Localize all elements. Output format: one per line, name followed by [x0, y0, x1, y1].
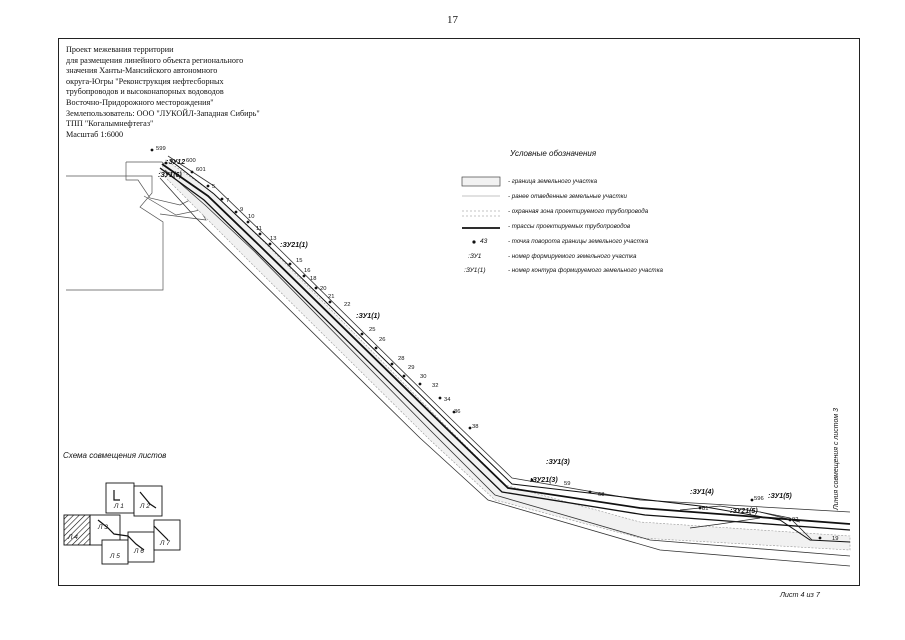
point-label: 26: [379, 337, 386, 343]
point-label: 28: [398, 356, 405, 362]
legend-item: - точка поворота границы земельного учас…: [508, 238, 649, 245]
parcel-label: :ЗУ1(1): [356, 313, 380, 320]
legend-item: - ранее отведенные земельные участки: [508, 193, 627, 200]
turning-points: [150, 148, 822, 540]
point-label: 81: [702, 506, 709, 512]
point-label: 36: [454, 409, 461, 415]
sheet-label: Л 6: [134, 548, 144, 555]
parcel-label: :ЗУ1(4): [690, 489, 714, 496]
parcel-boundary-lines: [159, 155, 851, 567]
legend-symbols: [461, 176, 501, 244]
parcel-label: :ЗУ21(5): [730, 508, 758, 515]
sheet-label: Л 1: [114, 503, 124, 510]
point-label: 92: [792, 517, 799, 523]
legend-symbol: :ЗУ1: [468, 253, 482, 260]
point-label: 13: [270, 236, 277, 242]
page-number: 17: [447, 14, 458, 26]
point-label: 601: [196, 167, 206, 173]
sheet-label: Л 4: [68, 534, 78, 541]
point-label: 32: [432, 383, 439, 389]
title-line: ТПП "Когалымнефтегаз": [66, 119, 154, 129]
sheet-scheme: [63, 482, 181, 565]
parcel-label: :ЗУ1(3): [546, 459, 570, 466]
point-label: 25: [369, 327, 376, 333]
point-label: 596: [754, 496, 764, 502]
point-label: 19: [832, 536, 839, 542]
sheet-label: Л 7: [160, 540, 170, 547]
title-line: трубопроводов и высоконапорных водоводов: [66, 87, 224, 97]
point-label: 599: [156, 146, 166, 152]
legend-symbol: :ЗУ1(1): [464, 267, 486, 274]
legend-title: Условные обозначения: [510, 149, 597, 158]
point-label: 20: [320, 286, 327, 292]
point-label: 21: [328, 294, 335, 300]
parcel-label: :ЗУ21(3): [530, 477, 558, 484]
point-label: 59: [564, 481, 571, 487]
sheet-label: Л 2: [140, 503, 150, 510]
point-label: 10: [248, 214, 255, 220]
point-label: 68: [598, 492, 605, 498]
title-line: Проект межевания территории: [66, 45, 174, 54]
parcel-label: :ЗУ12: [166, 159, 186, 166]
point-label: 22: [344, 302, 351, 308]
legend-item: - граница земельного участка: [508, 178, 598, 185]
match-line-label: Линия совмещения с листом 3: [833, 407, 840, 510]
title-line: Восточно-Придорожного месторождения": [66, 97, 214, 107]
parcel-label: :ЗУ1(5): [768, 493, 792, 500]
pipelines: [159, 159, 851, 543]
title-line: для размещения линейного объекта региона…: [66, 55, 244, 65]
title-line: Землепользователь: ООО "ЛУКОЙЛ-Западная …: [66, 108, 260, 118]
point-label: 11: [256, 226, 263, 232]
scale-label: Масштаб 1:6000: [66, 129, 124, 139]
legend-item: - охранная зона проектируемого трубопров…: [508, 208, 649, 215]
point-label: 30: [420, 374, 427, 380]
sheet-footer: Лист 4 из 7: [780, 590, 820, 599]
point-label: 15: [296, 258, 303, 264]
legend-item: - номер контура формируемого земельного …: [508, 267, 663, 274]
scheme-title: Схема совмещения листов: [63, 451, 167, 460]
point-label: 18: [310, 276, 317, 282]
protection-zone: [159, 159, 851, 551]
drawing-frame: [58, 38, 860, 586]
point-label: 600: [186, 158, 196, 164]
point-label: 5: [212, 184, 216, 190]
point-label: 34: [444, 397, 451, 403]
title-line: значения Ханты-Мансийского автономного: [66, 66, 218, 76]
sheet-label: Л 3: [98, 524, 108, 531]
scheme-route: [97, 490, 169, 551]
legend-symbol: 43: [480, 238, 488, 245]
parcel-label: :ЗУ1(6): [158, 172, 182, 179]
point-label: 38: [472, 424, 479, 430]
point-label: 9: [240, 207, 244, 213]
point-label: 29: [408, 365, 415, 371]
legend-item: - номер формируемого земельного участка: [508, 253, 637, 260]
parcel-label: :ЗУ21(1): [280, 242, 308, 249]
title-block: Проект межевания территории для размещен…: [66, 45, 366, 140]
title-line: округа-Югры "Реконструкция нефтесборных: [66, 76, 224, 86]
legend-item: - трассы проектируемых трубопроводов: [508, 223, 631, 230]
point-label: 7: [226, 198, 230, 204]
sheet-label: Л 5: [110, 553, 120, 560]
point-label: 16: [304, 268, 311, 274]
